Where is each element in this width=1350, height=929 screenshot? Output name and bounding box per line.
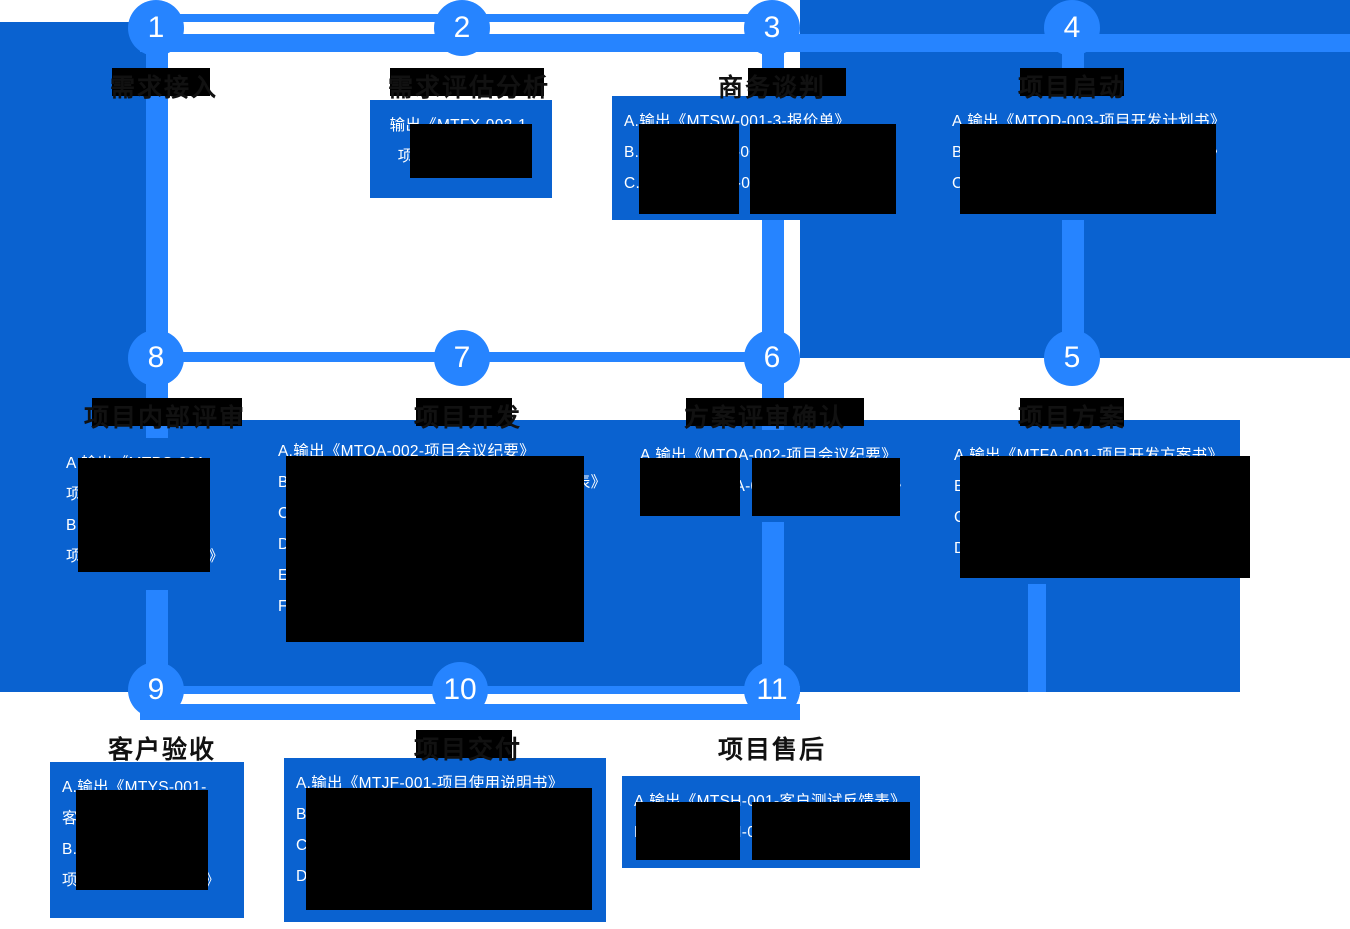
- step-panel-11: A.输出《MTSH-001-客户测试反馈表》 B.输出《MTSH-002-客户售…: [622, 776, 920, 868]
- step-badge-8-label: 8: [147, 341, 165, 374]
- step-badge-6[interactable]: 6: [744, 330, 800, 386]
- step-8-item-3: 项目问题整改计划表》: [66, 548, 225, 565]
- step-badge-7-label: 7: [453, 341, 471, 374]
- step-badge-11-label: 11: [756, 673, 788, 706]
- step-4-item-1: B.输出《MTQD-002-项目成员分工表》: [952, 144, 1226, 161]
- step-3-item-0: A.输出《MTSW-001-3-报价单》: [624, 113, 851, 130]
- step-title-9: 客户验收: [108, 736, 217, 764]
- step-panel-4: A.输出《MTQD-003-项目开发计划书》 B.输出《MTQD-002-项目成…: [940, 96, 1240, 220]
- step-panel-3: A.输出《MTSW-001-3-报价单》 B.输出《MTSW-002-5-软件开…: [612, 96, 900, 220]
- title-plate-5: [1020, 398, 1124, 426]
- step-title-5: 项目方案: [1018, 404, 1127, 432]
- step-7-item-0: A.输出《MTQA-002-项目会议纪要》: [278, 443, 535, 460]
- step-badge-1-label: 1: [147, 11, 165, 44]
- step-10-item-1: B.输出《MTJF-002-常见问题自查说明书》: [296, 806, 596, 823]
- step-badge-8[interactable]: 8: [128, 330, 184, 386]
- step-badge-1[interactable]: 1: [128, 0, 184, 56]
- step-badge-3[interactable]: 3: [744, 0, 800, 56]
- step-title-10: 项目交付: [414, 736, 523, 764]
- step-10-item-3: D.交付项目源代码文件: [296, 868, 455, 885]
- step-7-item-5: F.输出项目源代码文件: [278, 598, 433, 615]
- title-plate-10: [416, 730, 512, 758]
- step-badge-4[interactable]: 4: [1044, 0, 1100, 56]
- step-title-3: 商务谈判: [718, 74, 827, 102]
- step-8-item-2: B.输出《MTYS-002-: [66, 517, 211, 534]
- title-plate-8: [92, 398, 242, 426]
- title-plate-6: [686, 398, 864, 426]
- title-plate-2: [390, 68, 544, 96]
- step-title-8: 项目内部评审: [84, 404, 247, 432]
- step-panel-5: A.输出《MTFA-001-项目开发方案书》 B.输出界面ui设计原型 C.输出…: [942, 430, 1240, 584]
- step-badge-2[interactable]: 2: [434, 0, 490, 56]
- step-4-item-0: A.输出《MTQD-003-项目开发计划书》: [952, 113, 1226, 130]
- step-10-item-0: A.输出《MTJF-001-项目使用说明书》: [296, 775, 564, 792]
- step-badge-5[interactable]: 5: [1044, 330, 1100, 386]
- step-badge-6-label: 6: [763, 341, 781, 374]
- title-plate-1: [112, 68, 210, 96]
- step-8-item-1: 项目内部评审报告》: [66, 486, 209, 503]
- step-5-item-3: D.输出《MTFA-003-项目接口文档》: [954, 540, 1209, 557]
- step-6-item-0: A.输出《MTQA-002-项目会议纪要》: [640, 447, 897, 464]
- title-plate-4: [1020, 68, 1124, 96]
- step-badge-3-label: 3: [763, 11, 781, 44]
- step-7-item-3: D.输出《MTKF-005-项目方案变更记录表》: [278, 536, 581, 553]
- step-11-item-0: A.输出《MTSH-001-客户测试反馈表》: [634, 793, 906, 810]
- step-6-item-1: B.更新《MTFA-001-项目开发方案书》: [640, 478, 910, 495]
- step-title-2: 需求评估分析: [388, 74, 551, 102]
- step-badge-9[interactable]: 9: [128, 662, 184, 718]
- step-badge-5-label: 5: [1063, 341, 1081, 374]
- step-badge-10-label: 10: [443, 673, 477, 706]
- step-10-item-2: C.输出《MTJF-003-项目交付确认书》: [296, 837, 565, 854]
- step-panel-6: A.输出《MTQA-002-项目会议纪要》 B.更新《MTFA-001-项目开发…: [628, 430, 916, 522]
- step-3-item-2: C.输出《MTSW-003-项目派工单》: [624, 175, 869, 192]
- step-badge-2-label: 2: [453, 11, 471, 44]
- step-title-6: 方案评审确认: [684, 404, 847, 432]
- step-5-item-2: C.输出《MTFA-002-数据设计格式文档》: [954, 509, 1240, 526]
- step-9-item-0: A.输出《MTYS-001-: [62, 779, 207, 796]
- step-title-11: 项目售后: [718, 736, 827, 764]
- step-panel-9: A.输出《MTYS-001- 客户测试反馈表》 B.输出《MTYS-002- 项…: [50, 762, 244, 918]
- title-plate-3: [748, 68, 846, 96]
- step-7-item-1: B.输出《MTKF-002-项目内测bug清单记录表》: [278, 474, 607, 491]
- rail-vertical-5-stub: [1028, 582, 1046, 692]
- step-badge-7[interactable]: 7: [434, 330, 490, 386]
- step-badge-9-label: 9: [147, 673, 165, 706]
- step-title-7: 项目开发: [414, 404, 523, 432]
- step-7-item-4: E.输出《MTKF-006-项目方案变更通知单》: [278, 567, 580, 584]
- step-panel-2: 输出《MTFX-002-1- 项目需求分析书》: [370, 100, 552, 198]
- step-panel-10: A.输出《MTJF-001-项目使用说明书》 B.输出《MTJF-002-常见问…: [284, 758, 606, 922]
- step-5-item-0: A.输出《MTFA-001-项目开发方案书》: [954, 447, 1224, 464]
- title-plate-7: [416, 398, 512, 426]
- step-title-4: 项目启动: [1018, 74, 1127, 102]
- step-8-item-0: A.输出《MTPS-001-: [66, 455, 211, 472]
- step-9-item-1: 客户测试反馈表》: [62, 810, 189, 827]
- step-5-item-1: B.输出界面ui设计原型: [954, 478, 1109, 495]
- step-badge-10[interactable]: 10: [432, 662, 488, 718]
- step-2-item-0: 输出《MTFX-002-1-: [389, 117, 533, 134]
- step-9-item-3: 项目问题整改计划表》: [62, 872, 221, 889]
- step-4-item-2: C.输出《MTQD-001-项目立项书》: [952, 175, 1195, 192]
- step-badge-4-label: 4: [1063, 11, 1081, 44]
- step-3-item-1: B.输出《MTSW-002-5-软件开发合同》: [624, 144, 898, 161]
- step-2-item-1: 项目需求分析书》: [397, 148, 525, 165]
- step-badge-11[interactable]: 11: [744, 662, 800, 718]
- step-11-item-1: B.输出《MTSH-002-客户售后派工单》: [634, 824, 906, 841]
- step-title-1: 需求接入: [110, 74, 219, 102]
- step-9-item-2: B.输出《MTYS-002-: [62, 841, 207, 858]
- step-7-item-2: C.输出《MTKF-003-项目问题整改计划表》: [278, 505, 581, 522]
- step-panel-7: A.输出《MTQA-002-项目会议纪要》 B.输出《MTKF-002-项目内测…: [266, 426, 614, 654]
- step-panel-8: A.输出《MTPS-001- 项目内部评审报告》 B.输出《MTYS-002- …: [54, 438, 244, 590]
